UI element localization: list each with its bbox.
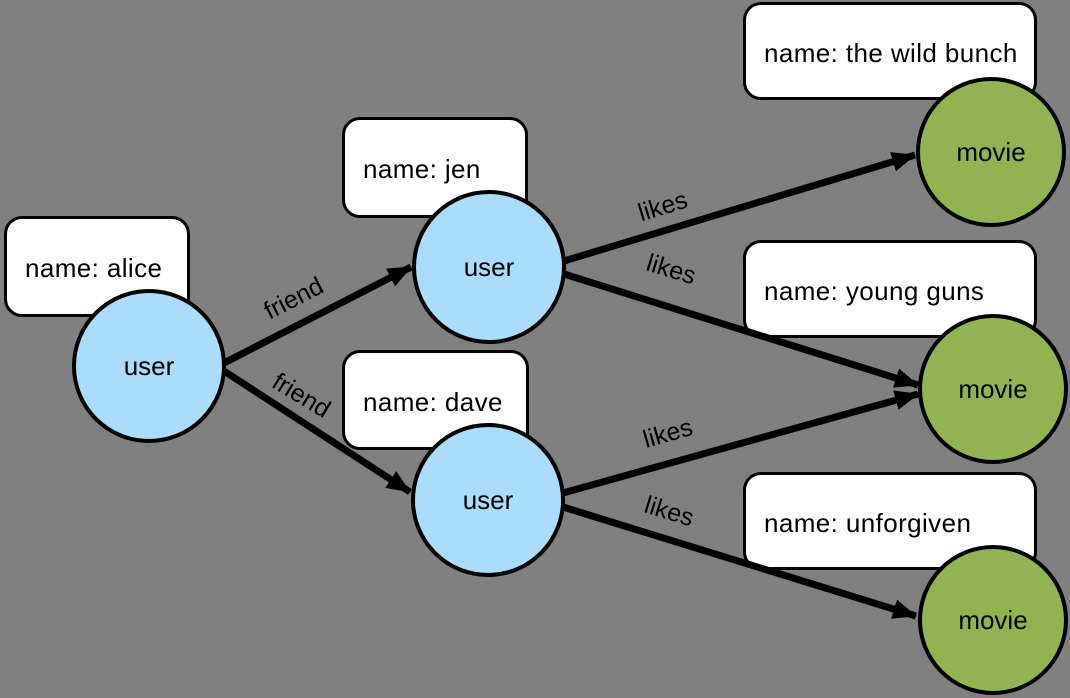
node-user-alice: user bbox=[72, 289, 226, 443]
edge-jen-young-guns bbox=[562, 270, 920, 389]
node-movie-the-wild-bunch: movie bbox=[916, 77, 1066, 227]
node-label: user bbox=[463, 251, 515, 282]
edge-dave-young-guns bbox=[562, 390, 919, 497]
node-label: movie bbox=[956, 136, 1026, 167]
edge-jen-wild-bunch bbox=[562, 151, 917, 265]
property-text: name: young guns bbox=[764, 275, 985, 306]
node-movie-young-guns: movie bbox=[918, 314, 1068, 464]
property-text: name: alice bbox=[25, 253, 163, 283]
property-box-alice: name: alice bbox=[4, 216, 190, 317]
property-text: name: jen bbox=[363, 154, 481, 184]
node-movie-unforgiven: movie bbox=[918, 545, 1068, 695]
edge-alice-dave bbox=[222, 368, 412, 495]
node-user-jen: user bbox=[412, 190, 566, 344]
property-text: name: the wild bunch bbox=[764, 37, 1018, 68]
property-text: name: dave bbox=[363, 386, 503, 417]
node-label: user bbox=[123, 350, 175, 381]
property-text: name: unforgiven bbox=[764, 507, 972, 538]
node-label: movie bbox=[958, 373, 1028, 404]
node-label: movie bbox=[958, 604, 1028, 635]
edge-dave-unforgiven bbox=[561, 503, 918, 620]
edge-alice-jen bbox=[222, 263, 413, 367]
node-label: user bbox=[462, 484, 514, 515]
node-user-dave: user bbox=[411, 423, 565, 577]
